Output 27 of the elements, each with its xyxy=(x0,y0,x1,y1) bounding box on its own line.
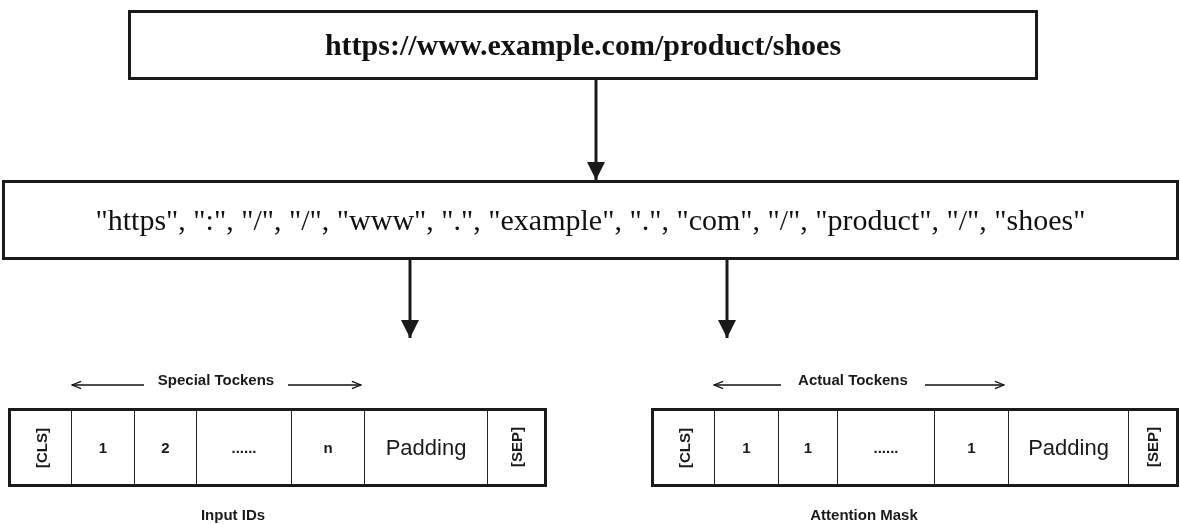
token-label: 2 xyxy=(161,439,170,456)
token-label: n xyxy=(323,439,333,456)
token-label: Padding xyxy=(385,434,467,461)
token-list-box xyxy=(2,180,1179,260)
bar-caption: Attention Mask xyxy=(810,506,918,523)
url-text: https://www.example.com/product/shoes xyxy=(324,28,842,62)
bar-caption: Input IDs xyxy=(200,506,266,523)
token-label: 1 xyxy=(803,439,813,456)
token-label: [SEP] xyxy=(1144,427,1161,468)
url-box xyxy=(128,10,1038,80)
span-heading: Actual Tockens xyxy=(798,371,908,388)
token-label: ...... xyxy=(231,439,257,456)
token-label: ...... xyxy=(873,439,899,456)
token-list-text: "https", ":", "/", "/", "www", ".", "example", ".", "com", "/", "product", "/", "shoes" xyxy=(95,203,1086,237)
arrow xyxy=(718,260,736,338)
token-label: [SEP] xyxy=(507,427,525,468)
span-heading: Special Tockens xyxy=(157,371,275,388)
arrow xyxy=(401,260,419,338)
token-label: 1 xyxy=(98,439,108,456)
arrow xyxy=(587,80,605,180)
token-label: [CLS] xyxy=(675,427,693,468)
token-bar xyxy=(651,408,1179,487)
token-label: Padding xyxy=(1028,434,1109,461)
token-bar xyxy=(8,408,547,487)
token-label: 1 xyxy=(967,439,976,456)
token-label: [CLS] xyxy=(32,427,50,468)
token-label: 1 xyxy=(742,439,751,456)
